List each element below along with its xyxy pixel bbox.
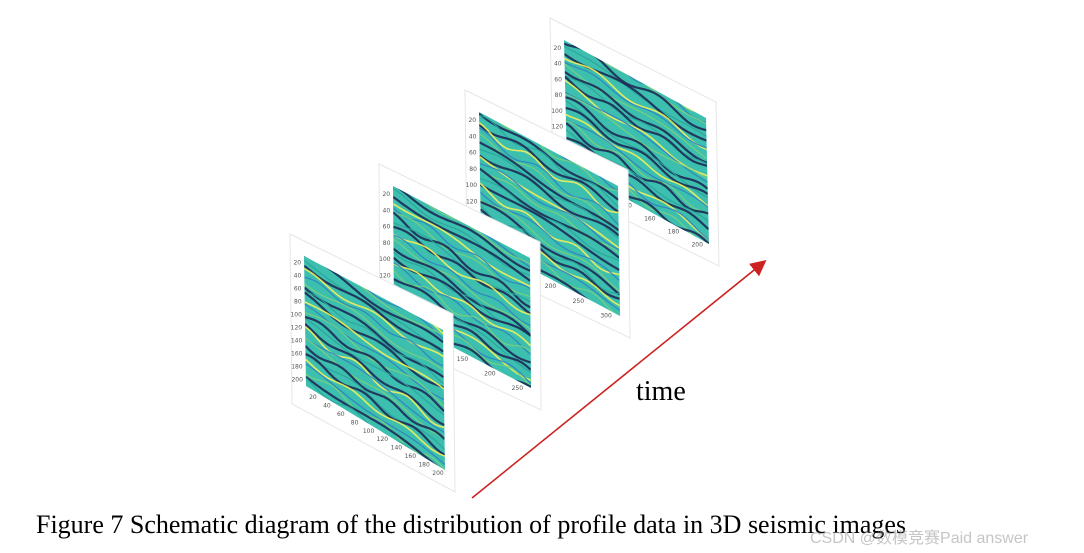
- time-arrow: [471, 259, 767, 499]
- y-tick-label: 80: [555, 92, 563, 99]
- y-tick-label: 80: [383, 240, 391, 247]
- y-tick-label: 60: [554, 76, 562, 83]
- y-tick-label: 60: [383, 224, 391, 231]
- seismic-profile-1: 2040608010012014016018020020406080100120…: [289, 233, 456, 493]
- x-tick-label: 250: [512, 385, 524, 392]
- y-tick-label: 20: [382, 191, 390, 198]
- y-tick-label: 60: [469, 150, 477, 157]
- figure-caption: Figure 7 Schematic diagram of the distri…: [36, 510, 907, 539]
- x-tick-label: 120: [377, 436, 389, 443]
- seismic-reflectors: [304, 256, 445, 470]
- y-tick-label: 100: [466, 182, 478, 189]
- y-tick-label: 20: [554, 45, 562, 52]
- y-tick-label: 100: [551, 108, 563, 115]
- y-tick-label: 120: [466, 198, 478, 205]
- y-tick-label: 120: [291, 325, 303, 332]
- y-tick-label: 40: [383, 207, 391, 214]
- y-tick-label: 120: [552, 124, 564, 131]
- y-tick-label: 80: [294, 299, 302, 306]
- y-tick-label: 140: [291, 338, 303, 345]
- y-tick-label: 20: [293, 260, 301, 267]
- x-tick-label: 200: [484, 370, 496, 377]
- y-tick-label: 200: [291, 377, 303, 384]
- y-tick-label: 40: [469, 133, 477, 140]
- y-tick-label: 100: [379, 256, 391, 263]
- x-tick-label: 80: [351, 419, 359, 426]
- seismic-profile-4: 20406080100120140160100120140160180200: [549, 17, 720, 267]
- x-tick-label: 300: [600, 313, 612, 320]
- y-tick-label: 80: [469, 166, 477, 173]
- x-tick-label: 160: [405, 453, 417, 460]
- x-tick-label: 40: [323, 403, 331, 410]
- x-tick-label: 140: [391, 445, 403, 452]
- x-tick-label: 200: [691, 242, 703, 249]
- watermark: CSDN @数模竞赛Paid answer: [810, 530, 1029, 547]
- x-tick-label: 180: [668, 229, 680, 236]
- x-tick-label: 60: [337, 411, 345, 418]
- time-label: time: [636, 376, 686, 407]
- x-tick-label: 20: [309, 394, 317, 401]
- x-tick-label: 200: [545, 283, 557, 290]
- x-tick-label: 250: [573, 298, 585, 305]
- y-tick-label: 20: [468, 117, 476, 124]
- y-tick-label: 180: [291, 364, 303, 371]
- x-tick-label: 200: [432, 470, 444, 477]
- x-tick-label: 180: [418, 461, 430, 468]
- y-tick-label: 120: [379, 272, 391, 279]
- x-tick-label: 150: [457, 356, 469, 363]
- x-tick-label: 100: [363, 428, 375, 435]
- y-tick-label: 100: [290, 312, 302, 319]
- y-tick-label: 60: [294, 286, 302, 293]
- y-tick-label: 40: [294, 273, 302, 280]
- y-tick-label: 40: [554, 61, 562, 68]
- x-tick-label: 160: [644, 216, 656, 223]
- y-tick-label: 160: [291, 351, 303, 358]
